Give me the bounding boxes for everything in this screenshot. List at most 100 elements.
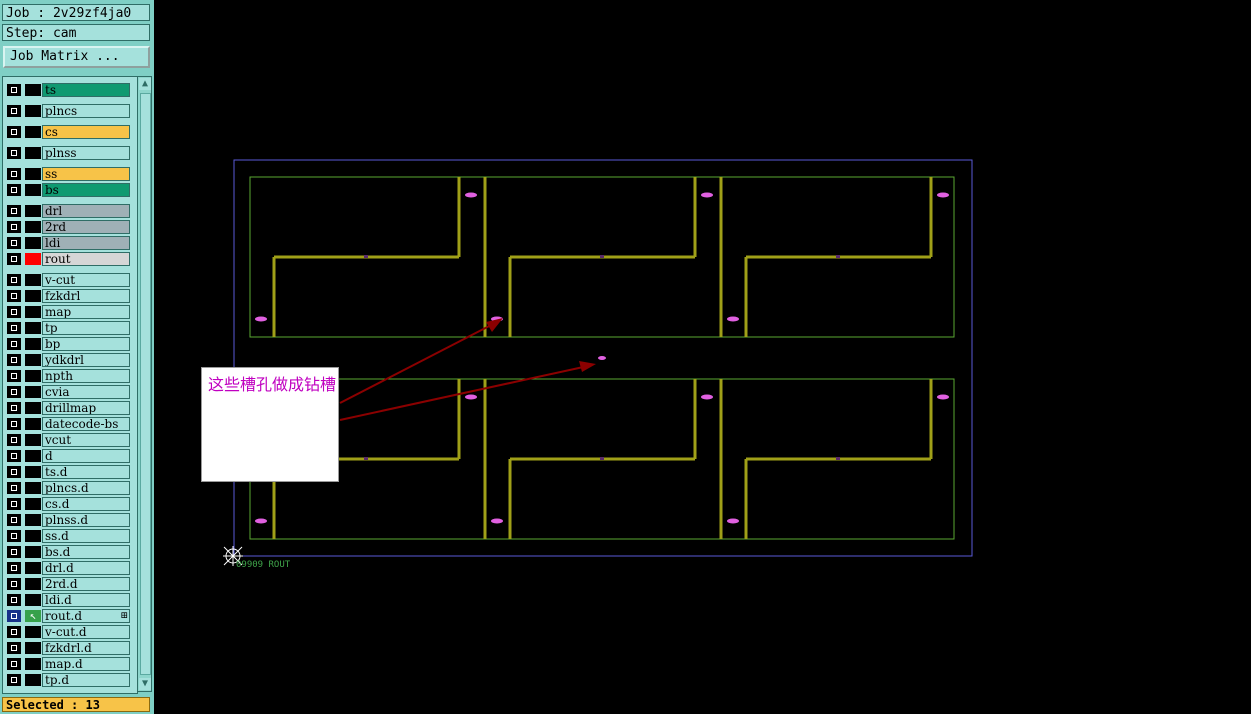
layer-row-ldi-d[interactable]: ldi.d <box>5 593 130 607</box>
layer-name[interactable]: plncs.d <box>42 481 130 495</box>
layer-name[interactable]: 2rd <box>42 220 130 234</box>
layer-display-mark[interactable] <box>25 434 41 446</box>
layer-checkbox[interactable] <box>7 642 21 654</box>
layer-display-mark[interactable] <box>25 642 41 654</box>
layer-checkbox[interactable] <box>7 253 21 265</box>
layer-display-mark[interactable] <box>25 498 41 510</box>
layer-row-cs-d[interactable]: cs.d <box>5 497 130 511</box>
layer-checkbox[interactable] <box>7 184 21 196</box>
layer-name[interactable]: npth <box>42 369 130 383</box>
layer-display-mark[interactable] <box>25 578 41 590</box>
layer-checkbox[interactable] <box>7 147 21 159</box>
layer-checkbox[interactable] <box>7 450 21 462</box>
layer-display-mark[interactable] <box>25 626 41 638</box>
layer-display-mark[interactable] <box>25 205 41 217</box>
layer-display-mark[interactable] <box>25 514 41 526</box>
layer-row-map[interactable]: map <box>5 305 130 319</box>
layer-display-mark[interactable] <box>25 84 41 96</box>
layer-name[interactable]: tp.d <box>42 673 130 687</box>
layer-display-mark[interactable] <box>25 658 41 670</box>
layer-display-mark[interactable] <box>25 253 41 265</box>
scroll-thumb[interactable] <box>140 93 151 675</box>
layer-checkbox[interactable] <box>7 562 21 574</box>
layer-display-mark[interactable] <box>25 147 41 159</box>
layer-row-d[interactable]: d <box>5 449 130 463</box>
layer-checkbox[interactable] <box>7 84 21 96</box>
layer-checkbox[interactable] <box>7 402 21 414</box>
layer-checkbox[interactable] <box>7 674 21 686</box>
layer-name[interactable]: rout.d⊞ <box>42 609 130 623</box>
layer-name[interactable]: cvia <box>42 385 130 399</box>
layer-row-rout-d[interactable]: ↖rout.d⊞ <box>5 609 130 623</box>
layer-display-mark[interactable] <box>25 237 41 249</box>
layer-checkbox[interactable] <box>7 626 21 638</box>
layer-row-cs[interactable]: cs <box>5 125 130 139</box>
layer-row-v-cut-d[interactable]: v-cut.d <box>5 625 130 639</box>
layer-name[interactable]: ydkdrl <box>42 353 130 367</box>
layer-row-ss[interactable]: ss <box>5 167 130 181</box>
layer-row-plnss-d[interactable]: plnss.d <box>5 513 130 527</box>
layer-row-ts-d[interactable]: ts.d <box>5 465 130 479</box>
layer-name[interactable]: bs <box>42 183 130 197</box>
layer-name[interactable]: ss.d <box>42 529 130 543</box>
layer-name[interactable]: ldi <box>42 236 130 250</box>
layer-row-plncs[interactable]: plncs <box>5 104 130 118</box>
layer-row-2rd-d[interactable]: 2rd.d <box>5 577 130 591</box>
layer-display-mark[interactable] <box>25 450 41 462</box>
layer-display-mark[interactable] <box>25 221 41 233</box>
layer-display-mark[interactable] <box>25 338 41 350</box>
layer-display-mark[interactable] <box>25 126 41 138</box>
layer-name[interactable]: fzkdrl.d <box>42 641 130 655</box>
job-matrix-button[interactable]: Job Matrix ... <box>3 46 150 68</box>
layer-checkbox[interactable] <box>7 205 21 217</box>
layer-row-bp[interactable]: bp <box>5 337 130 351</box>
layer-row-cvia[interactable]: cvia <box>5 385 130 399</box>
layer-checkbox[interactable] <box>7 126 21 138</box>
layer-row-ldi[interactable]: ldi <box>5 236 130 250</box>
layer-display-mark[interactable] <box>25 466 41 478</box>
layer-name[interactable]: drl.d <box>42 561 130 575</box>
layer-row-bs-d[interactable]: bs.d <box>5 545 130 559</box>
layer-row-drl-d[interactable]: drl.d <box>5 561 130 575</box>
layer-row-vcut[interactable]: vcut <box>5 433 130 447</box>
layer-checkbox[interactable] <box>7 322 21 334</box>
layer-row-ts[interactable]: ts <box>5 83 130 97</box>
layer-checkbox[interactable] <box>7 168 21 180</box>
layer-display-mark[interactable] <box>25 354 41 366</box>
layer-checkbox[interactable] <box>7 306 21 318</box>
layer-row-datecode-bs[interactable]: datecode-bs <box>5 417 130 431</box>
layer-display-mark[interactable] <box>25 418 41 430</box>
layer-checkbox[interactable] <box>7 221 21 233</box>
layer-display-mark[interactable] <box>25 562 41 574</box>
layer-display-mark[interactable] <box>25 594 41 606</box>
layer-row-2rd[interactable]: 2rd <box>5 220 130 234</box>
layer-checkbox[interactable] <box>7 546 21 558</box>
layer-row-tp[interactable]: tp <box>5 321 130 335</box>
layer-checkbox[interactable] <box>7 594 21 606</box>
layer-checkbox[interactable] <box>7 434 21 446</box>
layer-name[interactable]: vcut <box>42 433 130 447</box>
layer-name[interactable]: bp <box>42 337 130 351</box>
layer-checkbox[interactable] <box>7 290 21 302</box>
layer-checkbox[interactable] <box>7 498 21 510</box>
layer-checkbox[interactable] <box>7 354 21 366</box>
layer-checkbox[interactable] <box>7 658 21 670</box>
layer-name[interactable]: d <box>42 449 130 463</box>
layer-display-mark[interactable] <box>25 322 41 334</box>
layer-display-mark[interactable] <box>25 290 41 302</box>
layer-name[interactable]: plnss.d <box>42 513 130 527</box>
layer-row-ss-d[interactable]: ss.d <box>5 529 130 543</box>
layer-checkbox[interactable] <box>7 578 21 590</box>
layer-name[interactable]: tp <box>42 321 130 335</box>
layer-row-plncs-d[interactable]: plncs.d <box>5 481 130 495</box>
layer-name[interactable]: map.d <box>42 657 130 671</box>
layer-checkbox[interactable] <box>7 370 21 382</box>
layer-checkbox[interactable] <box>7 105 21 117</box>
layer-checkbox[interactable] <box>7 418 21 430</box>
layer-display-mark[interactable] <box>25 546 41 558</box>
layer-row-ydkdrl[interactable]: ydkdrl <box>5 353 130 367</box>
layer-display-mark[interactable] <box>25 674 41 686</box>
layer-checkbox[interactable] <box>7 514 21 526</box>
layer-row-npth[interactable]: npth <box>5 369 130 383</box>
layer-row-rout[interactable]: rout <box>5 252 130 266</box>
